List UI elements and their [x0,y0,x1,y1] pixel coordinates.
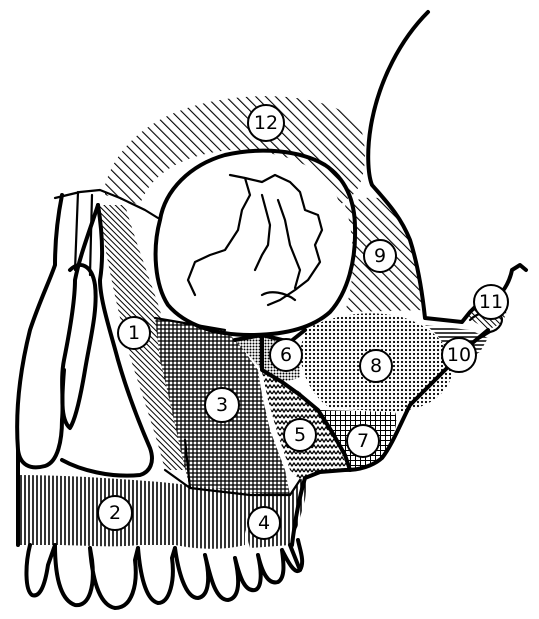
label-4: 4 [248,507,280,539]
label-7: 7 [347,425,379,457]
label-2: 2 [98,496,132,530]
label-5: 5 [284,419,316,451]
label-6: 6 [270,339,302,371]
svg-text:12: 12 [254,112,278,134]
svg-text:11: 11 [479,291,503,313]
svg-text:4: 4 [258,512,270,534]
label-1: 1 [118,317,150,349]
region-12-shape [105,96,365,205]
svg-text:8: 8 [370,355,382,377]
nasal-aperture-outline [17,195,98,467]
teeth-outline [26,540,302,608]
svg-text:3: 3 [216,394,228,416]
label-9: 9 [364,240,396,272]
svg-text:10: 10 [447,344,471,366]
svg-text:2: 2 [109,502,121,524]
label-11: 11 [474,285,508,319]
label-8: 8 [360,350,392,382]
svg-text:5: 5 [294,424,306,446]
label-12: 12 [248,105,284,141]
svg-text:9: 9 [374,245,386,267]
svg-text:6: 6 [280,344,292,366]
svg-text:1: 1 [128,322,140,344]
label-10: 10 [442,338,476,372]
orbit-inner-detail [188,175,322,305]
svg-text:7: 7 [357,430,369,452]
label-3: 3 [205,388,239,422]
